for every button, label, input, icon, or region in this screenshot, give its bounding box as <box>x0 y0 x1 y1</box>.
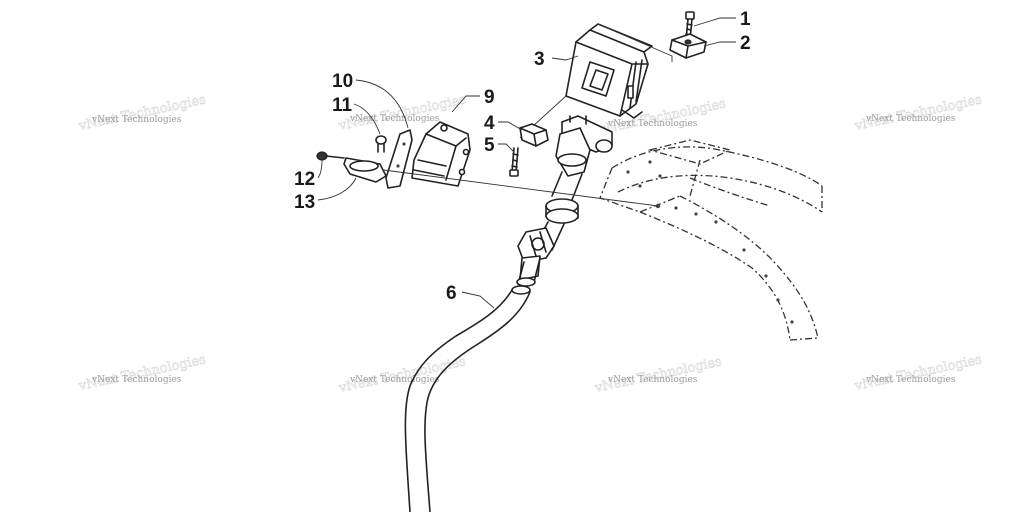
callout-label-11: 11 <box>332 95 353 116</box>
callout-leaders <box>317 17 736 309</box>
part-small-bolt <box>509 147 519 177</box>
part-universal-joint <box>516 227 555 287</box>
watermark-1: vNext Technologies <box>76 92 207 134</box>
part-handlebar-tube <box>404 285 531 512</box>
part-small-clamp <box>519 123 549 147</box>
frame-hole <box>674 206 678 210</box>
part-collar <box>343 157 387 183</box>
chassis-frame <box>599 139 823 341</box>
watermark-ghost: vNext Technologies <box>77 92 207 134</box>
watermark-text: vNext Technologies <box>91 115 182 125</box>
watermark-text: vNext Technologies <box>607 375 698 385</box>
part-small-screw <box>375 135 387 153</box>
frame-hole <box>648 160 652 164</box>
assembly-axis-line <box>383 169 659 207</box>
callout-label-3: 3 <box>534 49 545 70</box>
callout-label-13: 13 <box>294 192 315 213</box>
frame-hole <box>626 170 630 174</box>
frame-hole <box>776 298 780 302</box>
frame-hole <box>694 212 698 216</box>
watermark-8: vNext Technologies <box>852 352 983 394</box>
callout-label-5: 5 <box>484 135 495 156</box>
watermark-5: vNext Technologies <box>76 352 207 394</box>
callout-label-2: 2 <box>740 33 751 54</box>
part-bracket-plate <box>385 129 413 189</box>
part-cover <box>411 121 471 187</box>
part-steering-column <box>535 115 613 251</box>
frame-hole <box>790 320 794 324</box>
callout-label-4: 4 <box>484 113 495 134</box>
part-bracket-housing <box>519 23 673 139</box>
frame-hole <box>764 274 768 278</box>
frame-hole <box>742 248 746 252</box>
watermark-text: vNext Technologies <box>865 375 956 385</box>
callout-label-6: 6 <box>446 283 457 304</box>
watermark-text: vNext Technologies <box>91 375 182 385</box>
frame-hole <box>638 184 642 188</box>
watermark-ghost: vNext Technologies <box>853 352 983 394</box>
callout-label-9: 9 <box>484 87 495 108</box>
frame-hole <box>658 174 662 178</box>
frame-hole <box>714 220 718 224</box>
watermark-text: vNext Technologies <box>607 119 698 129</box>
callout-label-1: 1 <box>740 9 751 30</box>
watermark-text: vNext Technologies <box>865 114 956 124</box>
watermark-text: vNext Technologies <box>349 114 440 124</box>
part-screw <box>316 151 345 161</box>
callout-label-12: 12 <box>294 169 315 190</box>
callout-label-10: 10 <box>332 71 353 92</box>
watermark-ghost: vNext Technologies <box>77 352 207 394</box>
callout-labels: 1 2 3 4 5 6 9 10 11 12 13 <box>294 9 751 304</box>
part-clamp-block <box>669 33 707 59</box>
watermark-text: vNext Technologies <box>349 375 440 385</box>
